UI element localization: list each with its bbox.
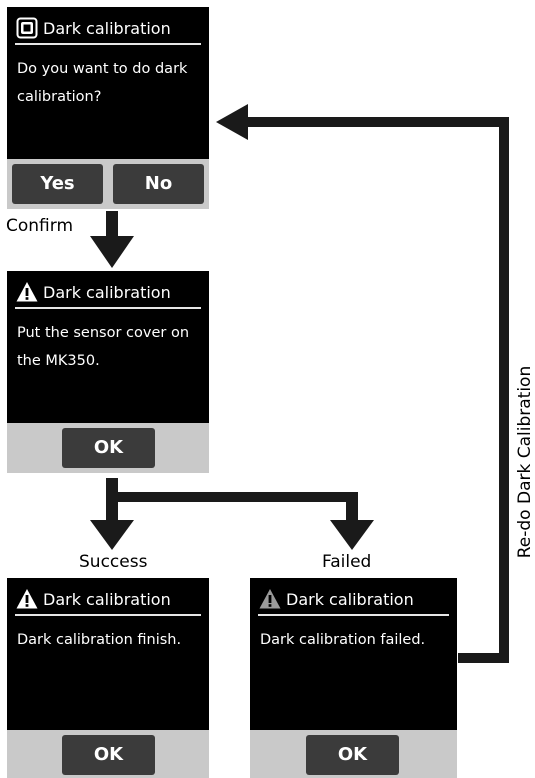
- redo-arrow-head: [216, 104, 248, 140]
- screen-title: Dark calibration: [286, 590, 414, 609]
- ok-button[interactable]: OK: [306, 735, 399, 775]
- screen-sensor-cover: Dark calibration Put the sensor cover on…: [7, 271, 209, 423]
- ok-button[interactable]: OK: [62, 735, 155, 775]
- confirm-arrow-head: [90, 236, 134, 268]
- warning-icon: [16, 282, 38, 302]
- failed-arrow-shaft: [346, 492, 358, 526]
- failed-label: Failed: [322, 552, 372, 572]
- calibration-square-icon: [16, 17, 38, 39]
- failed-arrow-head: [330, 520, 374, 550]
- screen-title: Dark calibration: [43, 283, 171, 302]
- screen-title: Dark calibration: [43, 590, 171, 609]
- warning-icon: [16, 589, 38, 609]
- title-divider: [15, 307, 201, 309]
- ok-button[interactable]: OK: [62, 428, 155, 468]
- redo-vertical: [499, 117, 509, 663]
- redo-top: [244, 117, 509, 127]
- screen-message: Put the sensor cover on the MK350.: [17, 325, 190, 369]
- screen-message: Dark calibration failed.: [260, 632, 426, 648]
- confirm-label: Confirm: [6, 216, 74, 236]
- warning-icon: [259, 589, 281, 609]
- title-divider: [15, 614, 201, 616]
- screen-calibration-failed: Dark calibration Dark calibration failed…: [250, 578, 457, 730]
- success-arrow-head: [90, 520, 134, 550]
- title-divider: [15, 43, 201, 45]
- confirm-arrow-shaft: [106, 211, 118, 238]
- success-label: Success: [79, 552, 148, 572]
- redo-bottom: [458, 653, 509, 663]
- title-divider: [258, 614, 449, 616]
- screen-title: Dark calibration: [43, 19, 171, 38]
- screen-dark-calibration-prompt: Dark calibration Do you want to do dark …: [7, 7, 209, 159]
- no-button[interactable]: No: [113, 164, 204, 204]
- screen-message: Dark calibration finish.: [17, 632, 182, 648]
- screen-calibration-finish: Dark calibration Dark calibration finish…: [7, 578, 209, 730]
- screen-message: Do you want to do dark calibration?: [17, 61, 188, 105]
- yes-button[interactable]: Yes: [12, 164, 103, 204]
- split-horizontal: [106, 492, 358, 502]
- redo-label: Re-do Dark Calibration: [515, 365, 535, 559]
